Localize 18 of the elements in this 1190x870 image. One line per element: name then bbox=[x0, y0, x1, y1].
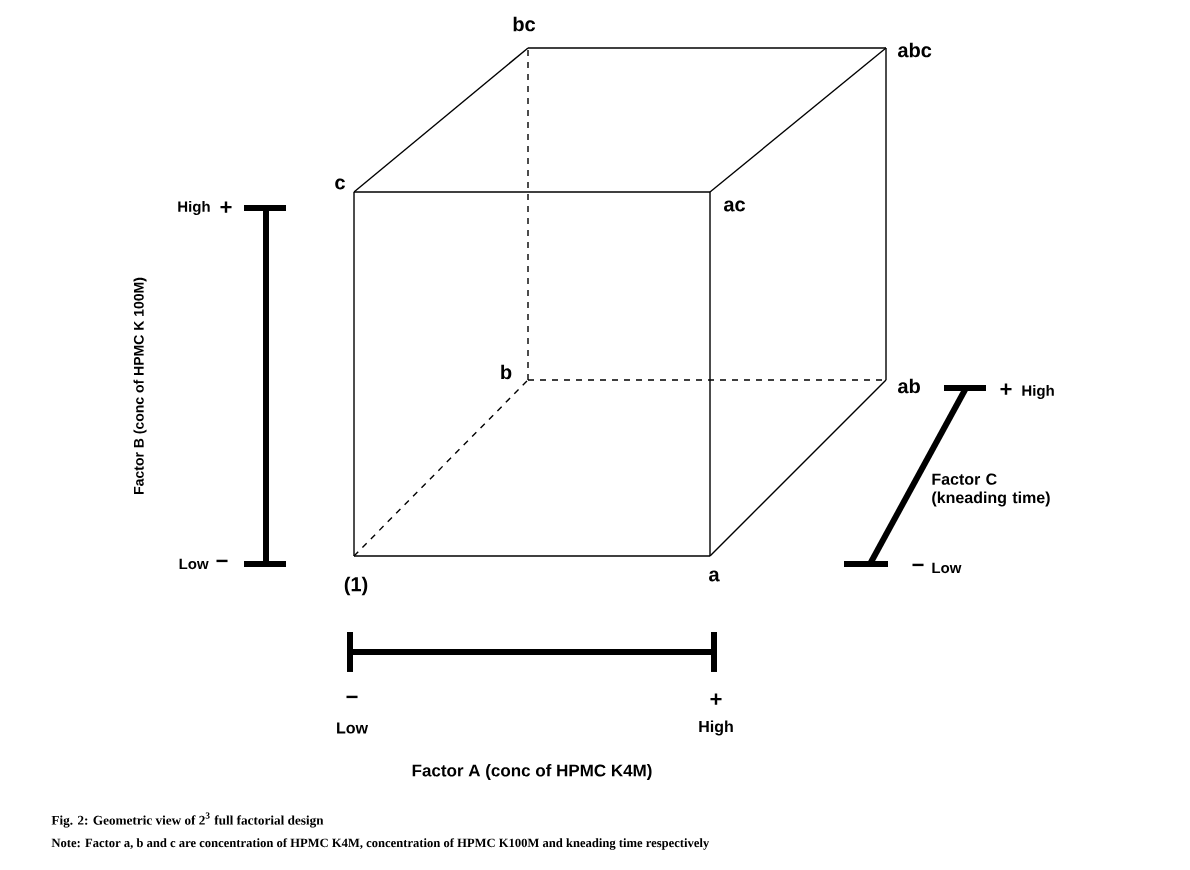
vertex-label: b bbox=[501, 364, 512, 380]
plus-sign: + bbox=[710, 693, 722, 705]
axis-label: Factor C (kneading time) bbox=[932, 473, 1050, 507]
plus-sign: + bbox=[220, 201, 232, 213]
minus-sign: − bbox=[346, 695, 358, 699]
vertex-label: a bbox=[709, 570, 720, 582]
vertex-label: abc bbox=[898, 42, 932, 58]
vertex-label: ac bbox=[724, 200, 746, 212]
vertex-label: ab bbox=[898, 378, 920, 394]
vertex-label: c bbox=[335, 178, 345, 190]
axis-label: Factor A (conc of HPMC K4M) bbox=[412, 764, 652, 780]
plus-sign: + bbox=[1000, 383, 1012, 395]
vertex-label: bc bbox=[513, 16, 536, 32]
minus-sign: − bbox=[912, 563, 924, 567]
vertex-label: (1) bbox=[344, 576, 368, 596]
level-label: Low bbox=[337, 722, 369, 734]
level-label: High bbox=[699, 720, 733, 736]
minus-sign: − bbox=[216, 559, 228, 563]
